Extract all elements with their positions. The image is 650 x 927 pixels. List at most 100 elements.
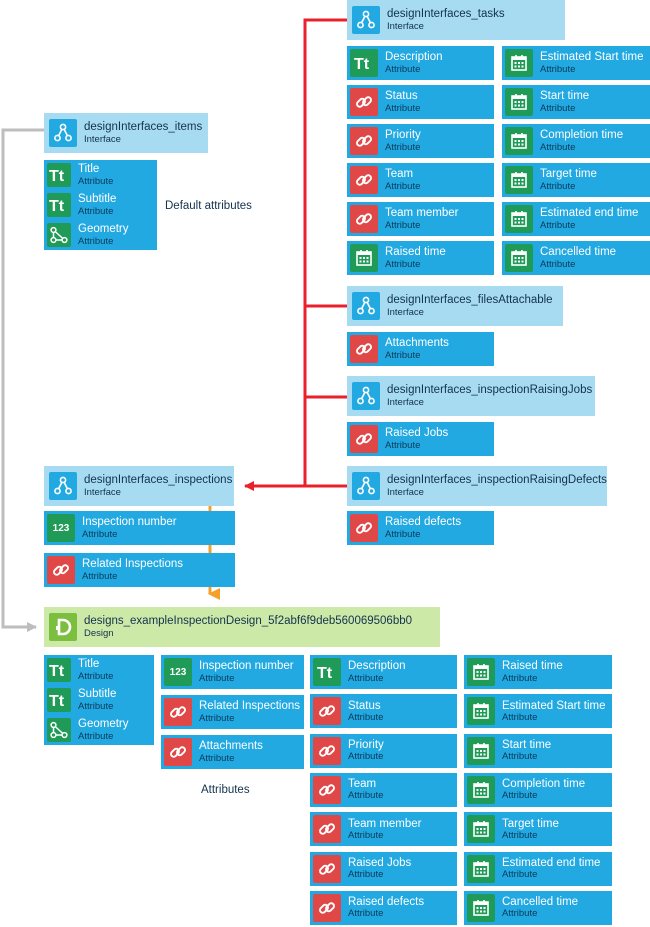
attribute-type: Attribute xyxy=(385,349,421,361)
attribute-type: Attribute xyxy=(502,751,538,763)
attribute-type: Attribute xyxy=(348,908,384,920)
calendar-icon xyxy=(505,127,533,155)
attribute-name: Geometry xyxy=(78,718,129,731)
attribute-type: Attribute xyxy=(502,869,538,881)
svg-text:Tt: Tt xyxy=(49,693,65,710)
node-name: designInterfaces_filesAttachable xyxy=(387,294,553,307)
calendar-icon xyxy=(467,775,495,804)
calendar-icon xyxy=(505,205,533,233)
svg-text:Tt: Tt xyxy=(49,168,65,185)
text-icon: Tt xyxy=(350,49,378,77)
attribute-type: Attribute xyxy=(348,711,384,723)
attribute-name: Title xyxy=(78,163,100,176)
interface-inspection-raising-defects[interactable]: designInterfaces_inspectionRaisingDefect… xyxy=(347,466,607,506)
attribute-name: Status xyxy=(385,90,418,103)
link-icon xyxy=(350,166,378,194)
node-name: designInterfaces_tasks xyxy=(387,8,505,21)
attribute-name: Start time xyxy=(502,739,552,752)
attribute-name: Estimated Start time xyxy=(502,699,606,712)
svg-text:Tt: Tt xyxy=(354,56,370,73)
attribute-name: Subtitle xyxy=(78,193,117,206)
design-example-inspection[interactable]: designs_exampleInspectionDesign_5f2abf6f… xyxy=(44,607,440,647)
attribute-name: Raised defects xyxy=(385,516,462,529)
attribute-name: Inspection number xyxy=(82,516,177,529)
connector-red-trunk xyxy=(303,18,347,486)
number-icon-glyph: 123 xyxy=(169,666,187,678)
link-icon xyxy=(164,698,192,726)
svg-text:Tt: Tt xyxy=(317,665,333,682)
link-icon xyxy=(313,736,341,765)
attribute-name: Attachments xyxy=(385,337,449,350)
calendar-icon xyxy=(467,658,495,686)
attribute-type: Attribute xyxy=(385,528,421,540)
attribute-type: Attribute xyxy=(78,235,114,247)
attribute-name: Raised defects xyxy=(348,896,425,909)
interface-icon xyxy=(352,472,380,500)
calendar-icon xyxy=(467,815,495,844)
link-icon xyxy=(47,556,75,584)
attribute-type: Attribute xyxy=(540,63,576,75)
node-type: Interface xyxy=(387,396,424,408)
attribute-type: Attribute xyxy=(199,712,235,724)
node-type: Interface xyxy=(387,486,424,498)
attribute-name: Status xyxy=(348,699,381,712)
number-icon: 123 xyxy=(47,514,75,542)
link-icon xyxy=(350,335,378,363)
node-name: designs_exampleInspectionDesign_5f2abf6f… xyxy=(84,615,413,628)
attribute-type: Attribute xyxy=(540,102,576,114)
attribute-name: Start time xyxy=(540,90,590,103)
calendar-icon xyxy=(505,88,533,116)
attribute-name: Inspection number xyxy=(199,660,294,673)
node-type: Interface xyxy=(84,133,121,145)
attribute-name: Description xyxy=(385,51,443,64)
geometry-icon xyxy=(47,718,71,742)
attribute-type: Attribute xyxy=(199,672,235,684)
link-icon xyxy=(313,815,341,844)
